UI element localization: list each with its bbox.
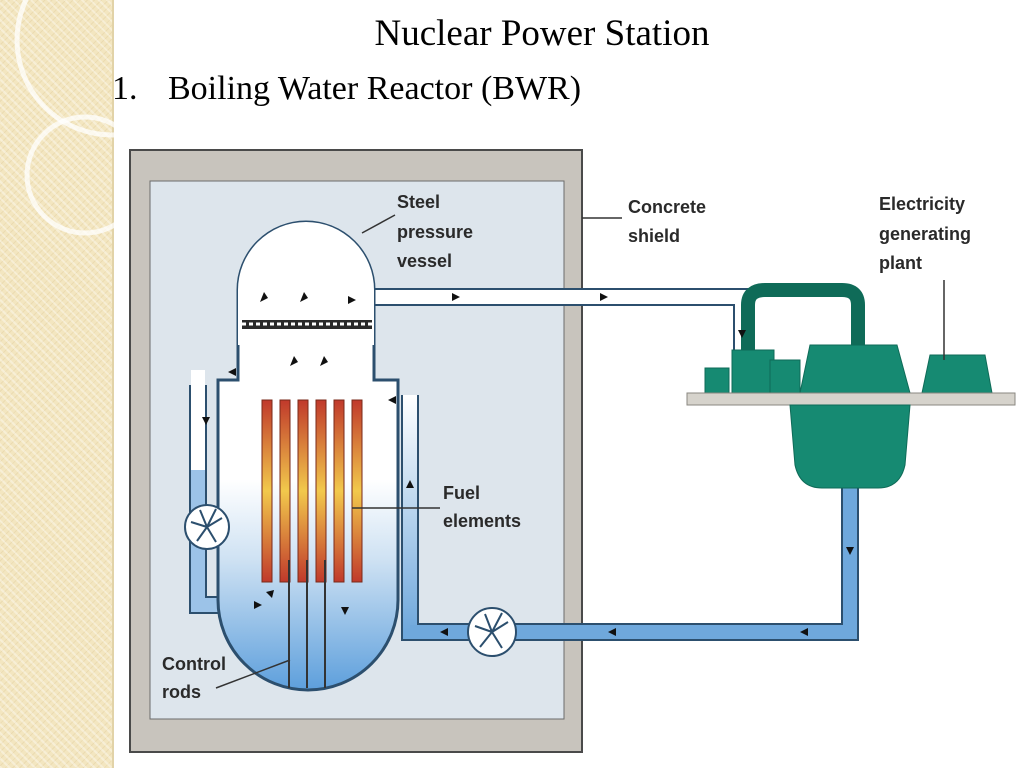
fuel-elements-label: Fuel elements <box>443 483 521 531</box>
leader-lines <box>215 214 945 689</box>
steel-pressure-vessel-label: Steel pressure vessel <box>397 192 478 271</box>
feedwater-pipe-lower <box>410 488 857 639</box>
vessel-dome <box>238 222 374 345</box>
slide-subtitle: 1. Boiling Water Reactor (BWR) <box>112 70 581 108</box>
electricity-generating-plant <box>686 283 1016 489</box>
side-band-edge <box>112 0 114 768</box>
control-rods <box>288 560 326 688</box>
subtitle-text: Boiling Water Reactor (BWR) <box>168 70 582 107</box>
slide-title: Nuclear Power Station <box>374 13 710 54</box>
fuel-elements <box>261 399 363 583</box>
decorative-rings <box>14 0 130 236</box>
flow-arrow-icon <box>202 292 854 636</box>
pump-icon <box>467 607 517 657</box>
list-number: 1. <box>112 70 138 107</box>
concrete-shield-label: Concrete shield <box>628 197 711 246</box>
recirculation-pump-icon <box>184 504 230 550</box>
control-rods-label: Control rods <box>162 654 231 702</box>
decorative-side-band <box>0 0 112 768</box>
electricity-plant-label: Electricity generating plant <box>879 194 976 273</box>
